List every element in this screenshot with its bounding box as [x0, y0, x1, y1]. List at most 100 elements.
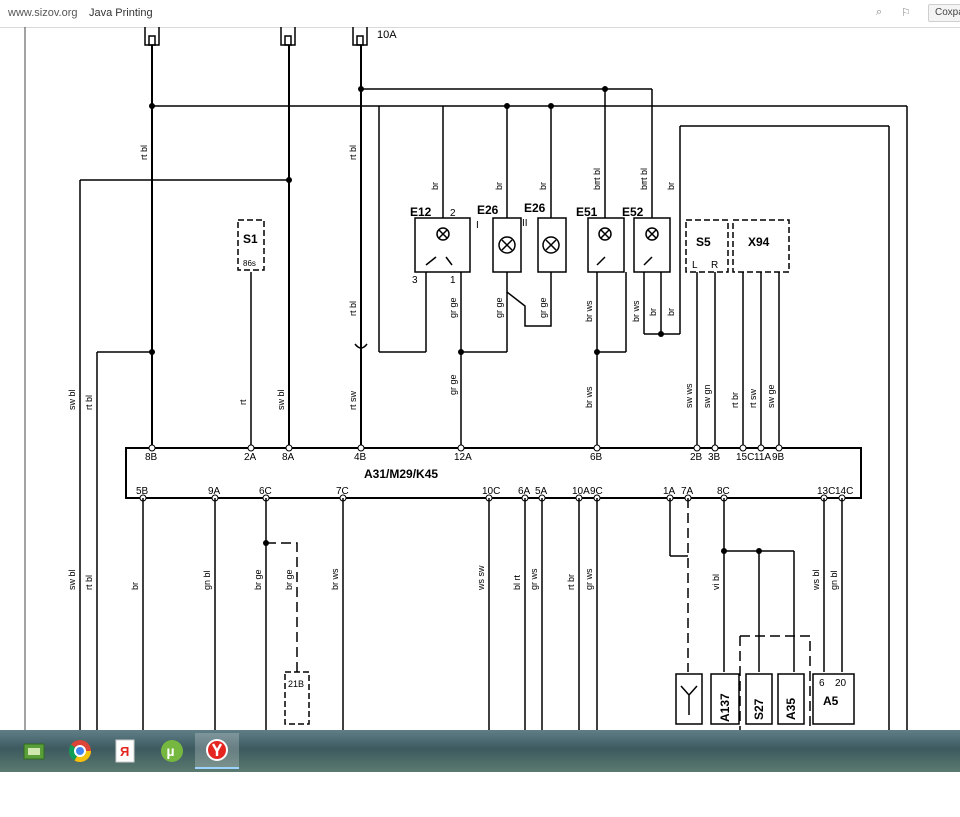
a5-pin-20: 20	[835, 678, 847, 689]
save-button[interactable]: Сохра	[928, 4, 960, 22]
module-pin-label: 5B	[136, 486, 149, 497]
module-pin-label: 5A	[535, 486, 548, 497]
pin-dot	[247, 444, 255, 452]
wire-color-label: rt bl	[639, 168, 649, 183]
e26-roman: II	[522, 218, 528, 229]
wire-color-label: rt bl	[348, 301, 358, 316]
pin-dot	[593, 444, 601, 452]
wire-color-label: gr ge	[538, 297, 548, 318]
module-pin-label: 8A	[282, 452, 295, 463]
label-s27: S27	[752, 698, 766, 720]
wire-color-label: br ge	[253, 569, 263, 590]
wire-color-label: br	[639, 182, 649, 190]
wire-color-label: rt	[238, 399, 248, 405]
pin-dot	[775, 444, 783, 452]
fuse-stubs	[144, 27, 368, 46]
component-x94	[732, 219, 790, 273]
label-a137: A137	[718, 693, 732, 722]
search-icon[interactable]: ⌕	[876, 6, 883, 18]
wire-color-label: sw bl	[276, 389, 286, 410]
wire-color-label: br	[430, 182, 440, 190]
yandex-icon[interactable]: Я	[103, 733, 147, 769]
module-pin-label: 2B	[690, 452, 703, 463]
fuse-label: 10A	[377, 29, 397, 41]
antenna-box	[675, 673, 703, 725]
module-pin-label: 10A	[572, 486, 590, 497]
dashed-wires	[266, 498, 811, 732]
antenna-icon	[680, 685, 698, 715]
chrome-icon[interactable]	[58, 733, 102, 769]
wire-color-label: vi bl	[711, 574, 721, 590]
label-a35: A35	[784, 698, 798, 720]
bookmark-icon[interactable]: ⚐	[901, 7, 911, 19]
module-label: A31/M29/K45	[364, 467, 438, 481]
module-pin-label: 7A	[681, 486, 694, 497]
wire-color-label: br	[666, 182, 676, 190]
label-s1: S1	[243, 232, 258, 246]
wire-color-label: br ge	[284, 569, 294, 590]
wire-color-label: bl rt	[512, 574, 522, 590]
module-pin-label: 12A	[454, 452, 472, 463]
module-pin-label: 14C	[835, 486, 853, 497]
module-pin-label: 10C	[482, 486, 500, 497]
module-pin-label: 4B	[354, 452, 367, 463]
module-pin-label: 8B	[145, 452, 158, 463]
label-21b: 21B	[288, 679, 304, 689]
component-s5	[685, 219, 729, 273]
label-a5: A5	[823, 694, 839, 708]
wire-color-label: br	[494, 182, 504, 190]
wire-color-label: sw gn	[702, 384, 712, 408]
label-e26-i: E26	[477, 203, 499, 217]
utorrent-icon[interactable]: µ	[150, 733, 194, 769]
wire-color-label: gr ge	[448, 297, 458, 318]
wire-color-label: br	[538, 182, 548, 190]
label-e26-ii: E26	[524, 201, 546, 215]
wire-color-label: rt br	[566, 574, 576, 590]
label-e12: E12	[410, 205, 432, 219]
e12-pin-top: 2	[450, 208, 456, 219]
component-e52	[633, 217, 671, 273]
wire-color-label: br ws	[584, 300, 594, 322]
wire-labels: rt bl sw bl rt bl rt sw bl rt bl rt sw rt bl gr …	[67, 145, 839, 591]
label-x94: X94	[748, 235, 770, 249]
pin-dot	[739, 444, 747, 452]
e12-pin-right: 1	[450, 275, 456, 286]
power-wires	[151, 45, 362, 448]
component-a5	[812, 673, 855, 725]
e12-pin-left: 3	[412, 275, 418, 286]
s5-right: R	[711, 260, 718, 271]
wire-color-label: sw ws	[684, 383, 694, 408]
wire-color-label: gr ge	[494, 297, 504, 318]
module-pin-label: 9B	[772, 452, 785, 463]
pin-dot	[148, 444, 156, 452]
pin-dot	[711, 444, 719, 452]
wire-color-label: ws sw	[476, 565, 486, 591]
address-url[interactable]: www.sizov.org	[8, 7, 78, 19]
connector-21b	[284, 671, 310, 725]
wire-color-label: br	[648, 308, 658, 316]
file-manager-icon[interactable]	[12, 733, 56, 769]
module-pin-label: 6B	[590, 452, 603, 463]
wire-color-label: rt br	[730, 392, 740, 408]
module-pin-label: 6A	[518, 486, 531, 497]
wire-color-label: sw bl	[67, 569, 77, 590]
wire-color-label: gr ge	[448, 374, 458, 395]
wire-color-label: rt sw	[748, 389, 758, 408]
wire-color-label: br ws	[631, 300, 641, 322]
wire-color-label: rt bl	[84, 575, 94, 590]
windows-taskbar: Я µ	[0, 730, 960, 772]
wiring-diagram-viewer: 10A	[0, 27, 960, 732]
component-a35	[777, 673, 805, 725]
wire-color-label: br	[666, 308, 676, 316]
component-s27	[745, 673, 773, 725]
pin-dot	[693, 444, 701, 452]
pin-dot	[285, 444, 293, 452]
lower-wires	[142, 498, 843, 732]
wire-color-label: rt bl	[592, 168, 602, 183]
yandex-browser-icon[interactable]	[195, 733, 239, 769]
wire-color-label: sw ge	[766, 384, 776, 408]
label-e51: E51	[576, 205, 598, 219]
component-s1	[237, 219, 265, 271]
wire-color-label: gr ws	[584, 568, 594, 590]
module-pin-label: 6C	[259, 486, 272, 497]
